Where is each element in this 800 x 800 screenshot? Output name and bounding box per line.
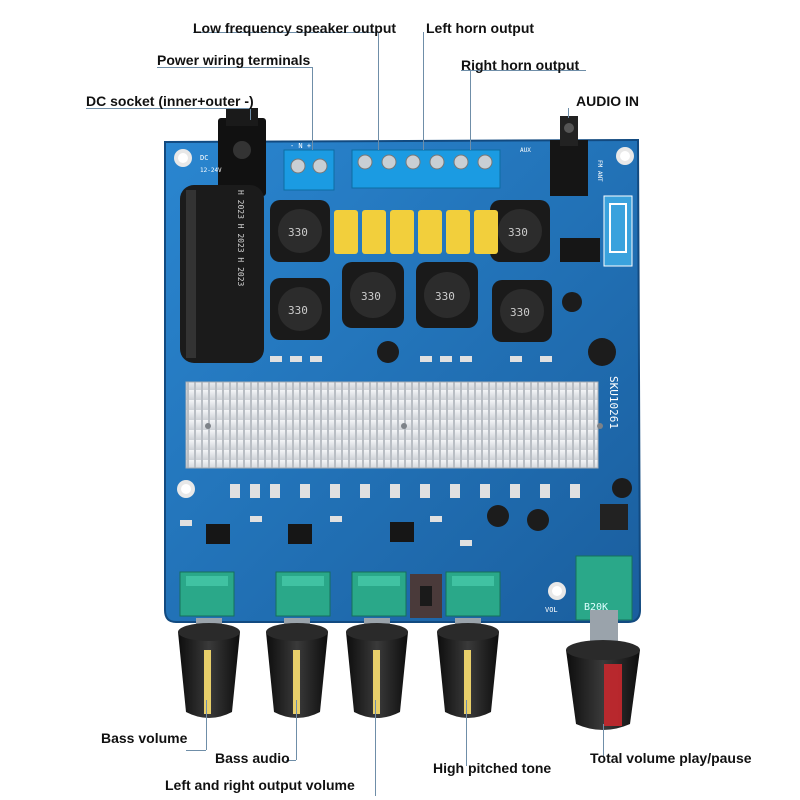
label-left-horn-output: Left horn output: [426, 20, 535, 36]
svg-text:330: 330: [435, 290, 455, 303]
inductor: 330: [416, 262, 478, 328]
ic-chip: [390, 522, 414, 542]
small-capacitor: [588, 338, 616, 366]
leader-power-terminals: [157, 67, 312, 68]
knob-bass-audio: [266, 618, 328, 718]
inductor: 330: [342, 262, 404, 328]
small-capacitor: [527, 509, 549, 531]
potentiometer-master-volume: B20K: [575, 555, 633, 621]
potentiometer-treble: [445, 571, 501, 617]
svg-text:330: 330: [510, 306, 530, 319]
label-bass-audio: Bass audio: [215, 750, 290, 766]
svg-text:330: 330: [288, 304, 308, 317]
small-capacitor: [487, 505, 509, 527]
inductor: 330: [490, 200, 550, 262]
dc-socket: DC 12-24V: [200, 108, 266, 196]
ic-chip: [560, 238, 600, 262]
leader-bass-audio: [296, 700, 297, 760]
film-capacitors: [334, 210, 498, 254]
label-left-right-output-volume: Left and right output volume: [165, 777, 355, 793]
power-terminal-block: - N +: [283, 142, 335, 191]
label-total-volume: Total volume play/pause: [590, 750, 752, 766]
small-capacitor: [612, 478, 632, 498]
knob-master-volume: [566, 610, 640, 730]
dc-label: DC: [200, 154, 208, 162]
electrolytic-capacitor: H 2023 H 2023 H 2023: [180, 185, 264, 363]
speaker-terminal-block: [351, 149, 501, 189]
label-dc-socket: DC socket (inner+outer -): [86, 93, 254, 109]
label-bass-volume: Bass volume: [101, 730, 188, 746]
inductor: 330: [492, 280, 552, 342]
pot-value-label: B20K: [584, 602, 608, 613]
leader-bass-volume: [206, 700, 207, 750]
svg-text:330: 330: [361, 290, 381, 303]
small-capacitor: [377, 341, 399, 363]
mode-switch: [410, 574, 442, 618]
leader-low-frequency: [193, 32, 378, 33]
capacitor-text: H 2023 H 2023 H 2023: [236, 190, 245, 287]
label-low-frequency-output: Low frequency speaker output: [193, 20, 397, 36]
leader-right-horn: [461, 70, 586, 71]
smd-components: [180, 356, 580, 546]
regulator: [600, 504, 628, 530]
vol-label: VOL: [545, 606, 558, 614]
label-power-wiring-terminals: Power wiring terminals: [157, 52, 311, 68]
aux-label: AUX: [520, 147, 531, 154]
knob-treble: [437, 618, 499, 718]
inductor: 330: [270, 278, 330, 340]
leader-audio-in: [568, 108, 569, 118]
knob-bass-volume: [178, 618, 240, 718]
label-audio-in: AUDIO IN: [576, 93, 639, 109]
label-right-horn-output: Right horn output: [461, 57, 580, 73]
sku-label: SKU10261: [607, 376, 620, 429]
inductor: 330: [270, 200, 330, 262]
heatsink: [185, 381, 603, 469]
leader-lr-output: [375, 700, 376, 796]
potentiometer-bass-volume: [179, 571, 235, 617]
small-capacitor: [562, 292, 582, 312]
potentiometer-output-volume: [351, 571, 407, 617]
leader-high-tone: [466, 700, 467, 766]
ic-chip: [288, 524, 312, 544]
fm-ant-label: FM ANT: [596, 160, 603, 182]
knob-output-volume: [346, 618, 408, 718]
label-high-pitched-tone: High pitched tone: [433, 760, 552, 776]
dc-range-label: 12-24V: [200, 167, 222, 174]
ic-chip: [206, 524, 230, 544]
potentiometer-bass-audio: [275, 571, 331, 617]
leader-total-volume: [603, 724, 604, 756]
audio-in-jack: AUX FM ANT: [520, 116, 633, 267]
terminal-marks: - N +: [290, 142, 311, 150]
svg-text:330: 330: [288, 226, 308, 239]
leader-left-horn: [423, 32, 424, 150]
leader-dc-socket: [86, 108, 251, 109]
svg-text:330: 330: [508, 226, 528, 239]
